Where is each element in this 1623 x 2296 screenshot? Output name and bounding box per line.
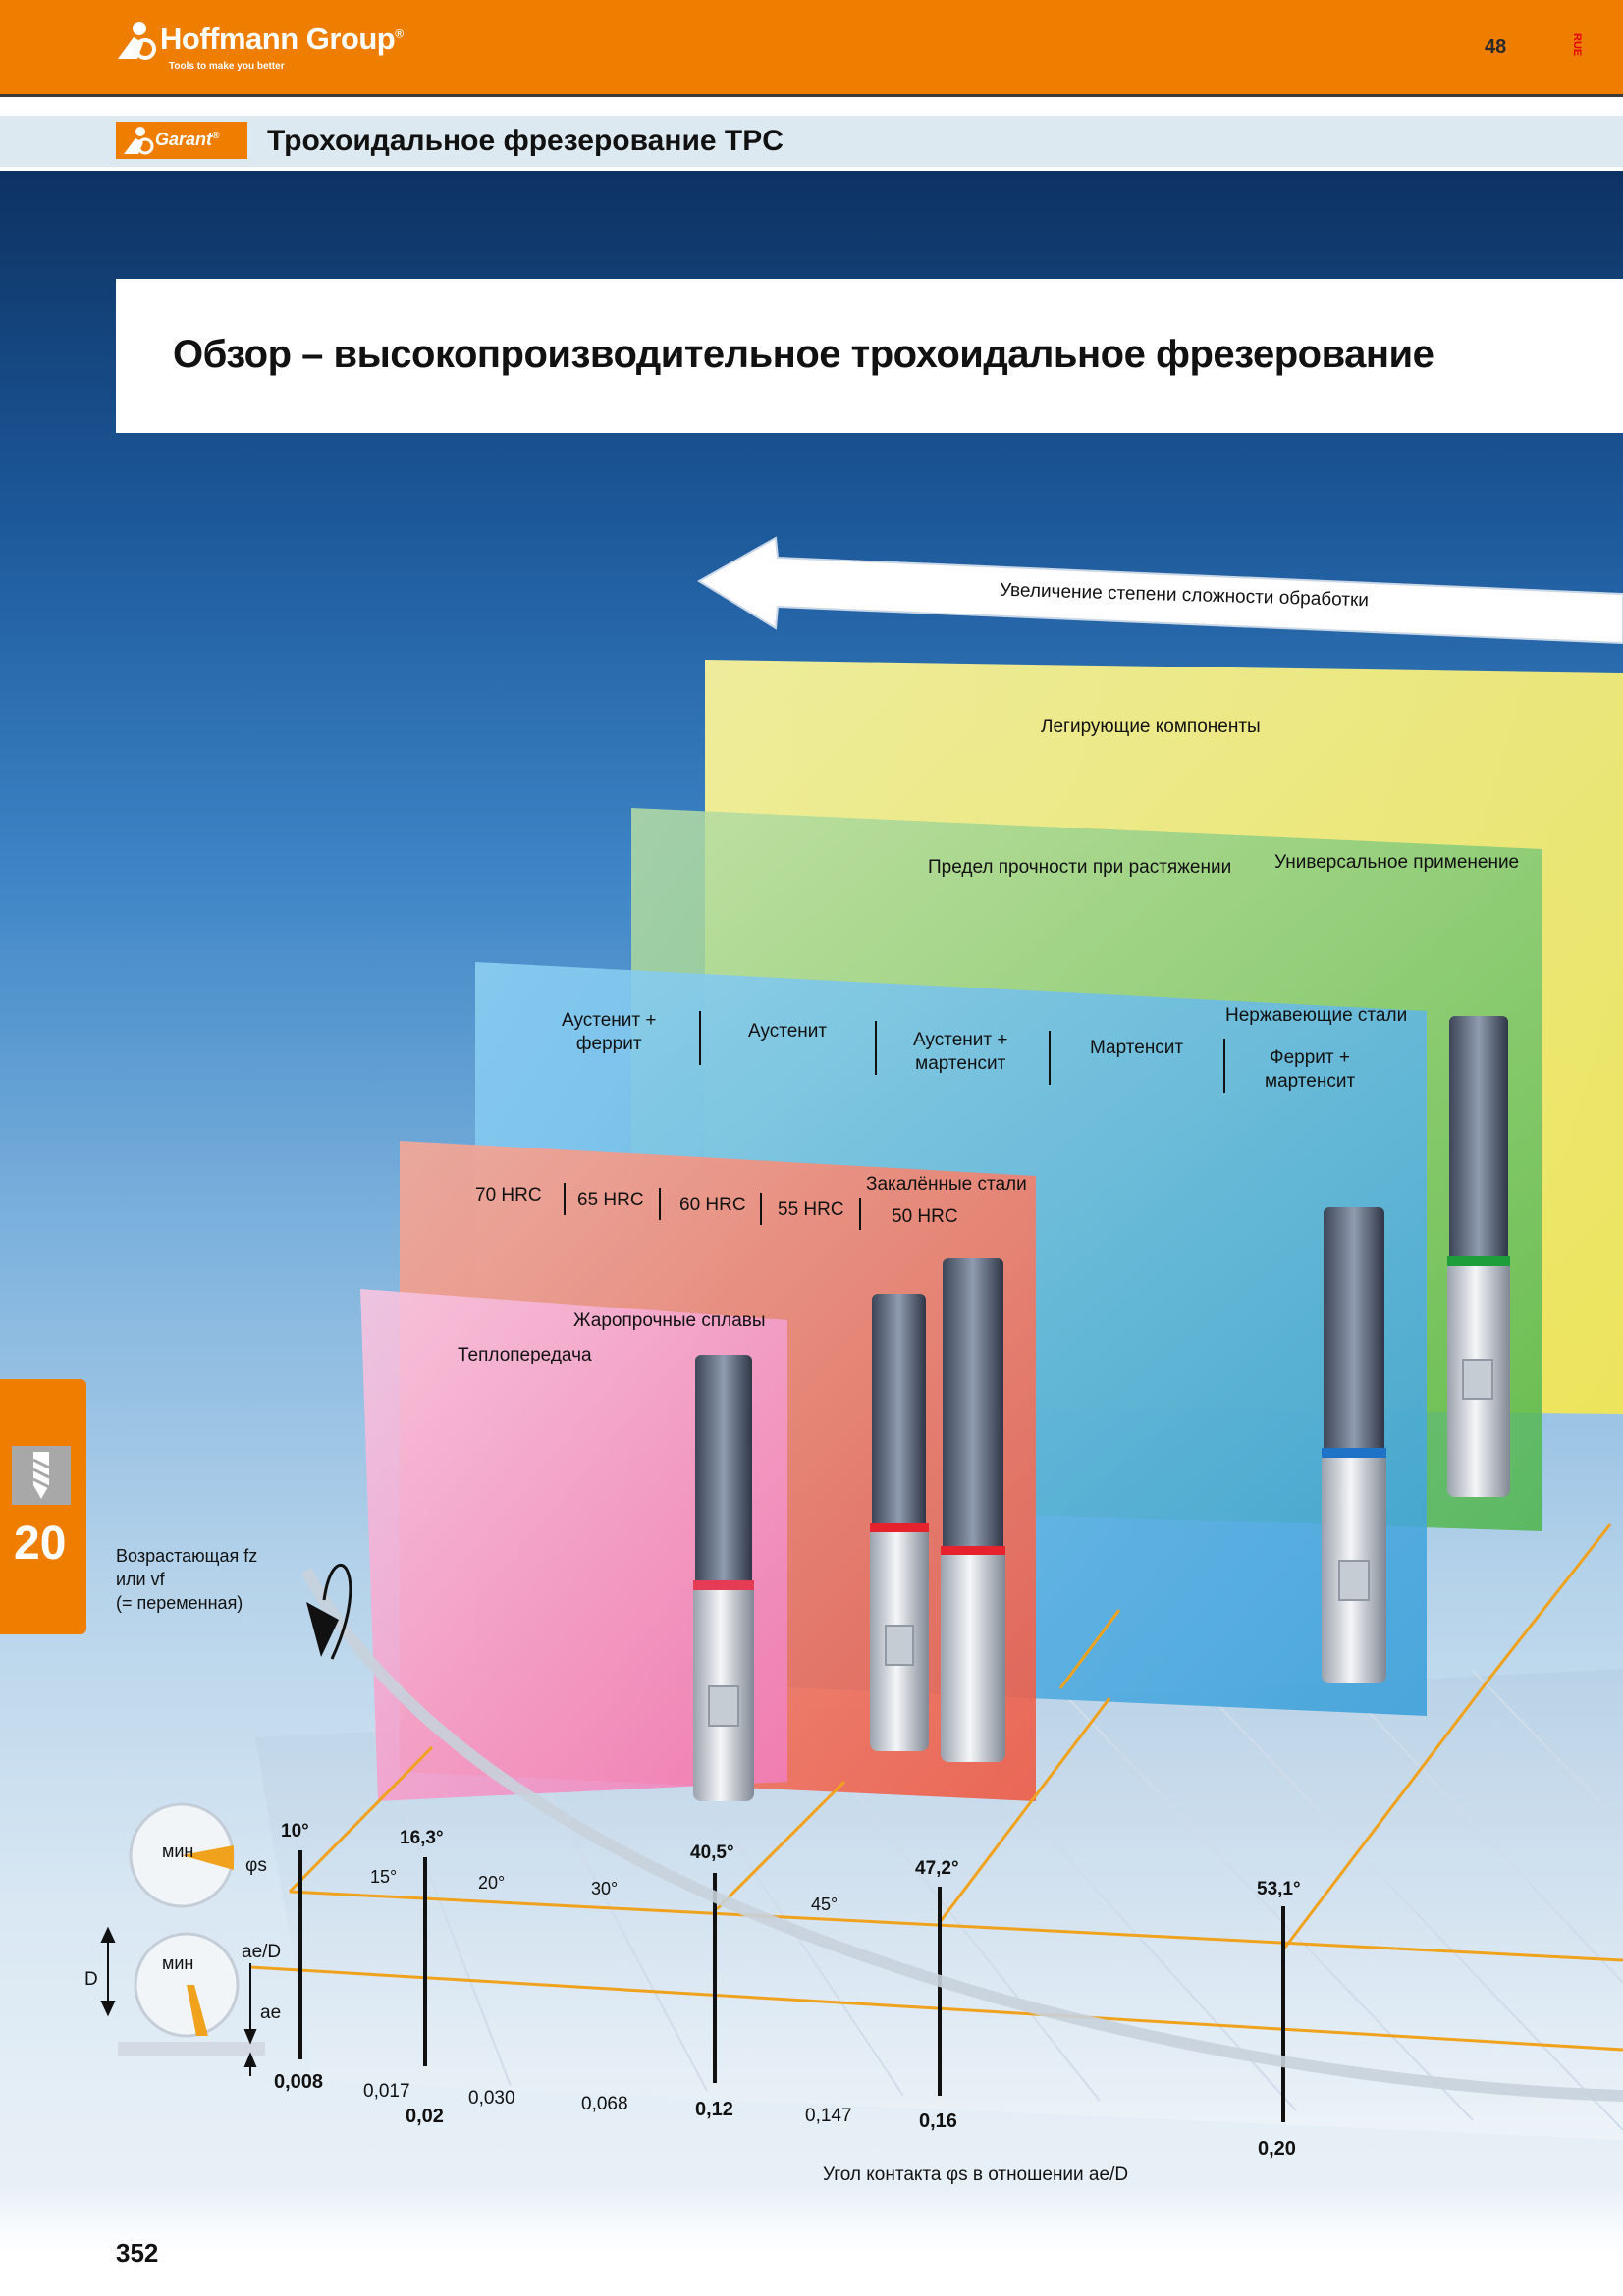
fz-label: Возрастающая fz или vf (= переменная) <box>116 1546 258 1613</box>
ae-gauge <box>118 1932 265 2056</box>
red-item-55hrc: 55 HRC <box>778 1200 844 1220</box>
ratio-0-147: 0,147 <box>805 2106 852 2126</box>
angle-16-3: 16,3° <box>400 1828 444 1848</box>
brand-tagline: Tools to make you better <box>169 61 285 72</box>
red-item-50hrc: 50 HRC <box>892 1206 958 1227</box>
blue-item-martensite: Мартенсит <box>1090 1038 1184 1058</box>
angle-30: 30° <box>591 1879 619 1898</box>
tool-green <box>1447 1016 1510 1497</box>
d-dimension <box>100 1926 257 2076</box>
hoffmann-logo[interactable]: Hoffmann Group® Tools to make you better <box>116 18 410 79</box>
tool-red-1 <box>870 1294 929 1751</box>
yellow-panel-title: Легирующие компоненты <box>1041 717 1261 737</box>
curve-arrowhead <box>306 1602 339 1657</box>
garant-mark: ® <box>212 131 220 141</box>
bottom-fade <box>0 2189 1623 2296</box>
chapter-tab[interactable]: 20 <box>0 1379 86 1634</box>
page-code: 48 <box>1485 36 1507 58</box>
brand-name: Hoffmann Group <box>160 22 396 56</box>
page-number: 352 <box>116 2238 159 2268</box>
angle-45: 45° <box>811 1895 839 1914</box>
ae-gauge-min-label: мин <box>162 1953 194 1973</box>
pink-panel-title: Жаропрочные сплавы <box>573 1310 766 1331</box>
red-panel-dividers <box>564 1183 861 1230</box>
hoffmann-logo-icon <box>118 22 156 60</box>
brand-mark: ® <box>395 27 404 41</box>
section-title: Трохоидальное фрезерование TPC <box>267 125 784 157</box>
red-panel-title: Закалённые стали <box>866 1174 1027 1195</box>
tool-red-2 <box>941 1258 1005 1762</box>
red-item-65hrc: 65 HRC <box>577 1190 644 1210</box>
angle-40-5: 40,5° <box>690 1842 734 1863</box>
blue-item-austenite-ferrite: Аустенит + феррит <box>562 1010 657 1054</box>
angle-15: 15° <box>370 1867 398 1887</box>
tool-pink <box>693 1355 754 1801</box>
red-item-70hrc: 70 HRC <box>475 1185 542 1205</box>
phi-label: φs <box>245 1855 267 1876</box>
complexity-arrow <box>697 536 1623 645</box>
blue-item-austenite-martensite: Аустенит + мартенсит <box>913 1030 1008 1074</box>
title-box: Обзор – высокопроизводительное трохоидал… <box>116 279 1623 433</box>
green-panel-title: Предел прочности при растяжении <box>928 857 1232 878</box>
scale-ticks <box>298 1850 1285 2122</box>
tool-blue <box>1322 1207 1386 1683</box>
feed-curve <box>300 1568 1623 2102</box>
ratio-0-12: 0,12 <box>695 2099 733 2120</box>
garant-logo-icon <box>124 127 154 155</box>
garant-logo: Garant® <box>116 122 247 159</box>
blue-item-austenite: Аустенит <box>748 1021 828 1041</box>
angle-47-2: 47,2° <box>915 1858 959 1879</box>
top-header-bar: Hoffmann Group® Tools to make you better… <box>0 0 1623 94</box>
ratio-0-20: 0,20 <box>1258 2138 1296 2160</box>
blue-item-ferrite-martensite: Феррит + мартенсит <box>1265 1047 1356 1092</box>
red-item-60hrc: 60 HRC <box>679 1195 746 1215</box>
garant-brand: Garant <box>155 130 213 149</box>
ratio-0-008: 0,008 <box>274 2071 324 2093</box>
ratio-0-030: 0,030 <box>468 2088 515 2109</box>
drill-icon-svg <box>32 1452 50 1499</box>
ratio-0-16: 0,16 <box>919 2110 957 2132</box>
phi-gauge-min-label: мин <box>162 1842 194 1861</box>
chapter-number: 20 <box>14 1518 67 1570</box>
green-panel-subtitle: Универсальное применение <box>1274 852 1520 873</box>
ratio-0-02: 0,02 <box>406 2106 444 2127</box>
language-code: RUE <box>1571 33 1583 57</box>
header-divider <box>0 94 1623 97</box>
main-title: Обзор – высокопроизводительное трохоидал… <box>173 333 1434 376</box>
x-axis-label: Угол контакта φs в отношении ae/D <box>823 2164 1129 2185</box>
curve-arrow-line <box>322 1563 352 1660</box>
drill-icon <box>12 1446 71 1505</box>
section-bar <box>0 116 1623 167</box>
panel-pink <box>360 1289 787 1801</box>
orange-guide-lines <box>249 1523 1623 2052</box>
ratio-0-068: 0,068 <box>581 2094 628 2114</box>
blue-panel-title: Нержавеющие стали <box>1225 1005 1408 1026</box>
angle-53-1: 53,1° <box>1257 1879 1301 1899</box>
pink-panel-subtitle: Теплопередача <box>458 1345 592 1365</box>
angle-10: 10° <box>281 1821 309 1842</box>
phi-gauge <box>129 1802 235 1908</box>
ratio-0-017: 0,017 <box>363 2081 410 2102</box>
blue-panel-dividers <box>699 1011 1225 1093</box>
ae-d-label: ae/D <box>242 1942 282 1962</box>
ae-label: ae <box>260 2002 282 2023</box>
d-label: D <box>84 1969 98 1990</box>
angle-20: 20° <box>478 1873 506 1893</box>
